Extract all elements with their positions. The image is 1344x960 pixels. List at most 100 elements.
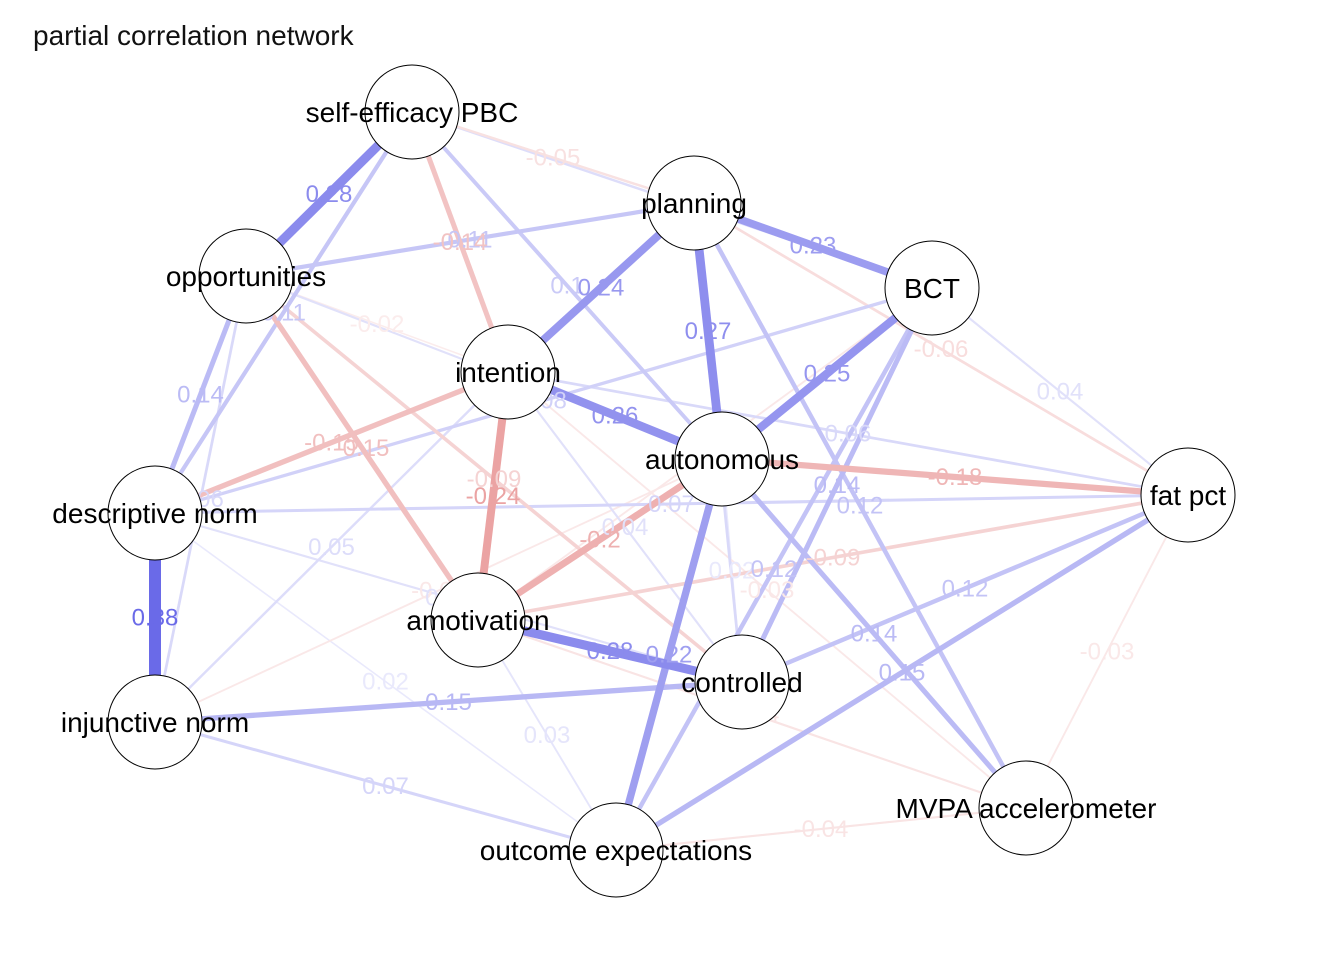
edge-autonomous-fat_pct [721,455,1189,499]
edge-amotivation-fat_pct [477,493,1189,622]
edge-label-planning-autonomous: 0.27 [685,318,732,345]
edge-autonomous-amotivation [476,456,724,623]
node-circle [884,240,980,336]
edge-label-descriptive_norm-fat_pct: 0.07 [648,491,695,518]
edge-label-self_efficacy_pbc-intention: -0.14 [433,229,488,256]
edge-label-layer: 0.02-0.020.02-0.03-0.03-0.03-0.030.030.0… [132,145,1135,844]
node-label: controlled [681,667,802,698]
node-self_efficacy_pbc: self-efficacy PBC [306,64,519,160]
edge-label-bct-outcome_expectations: 0.12 [751,556,798,583]
node-amotivation: amotivation [406,572,550,668]
edge-label-bct-controlled: 0.14 [814,472,861,499]
node-label: opportunities [166,261,326,292]
node-label: fat pct [1150,480,1226,511]
edge-autonomous-outcome_expectations [612,458,726,851]
edge-intention-mvpa_accelerometer [507,371,1027,809]
edge-label-injunctive_norm-controlled: 0.15 [425,689,472,716]
node-circle [198,228,294,324]
edge-label-fat_pct-mvpa_accelerometer: -0.03 [1080,639,1135,666]
edge-label-intention-fat_pct: 0.06 [825,421,872,448]
edge-planning-fat_pct [693,201,1189,497]
edge-self_efficacy_pbc-autonomous [410,110,724,461]
edge-intention-descriptive_norm [154,369,509,516]
edge-outcome_expectations-mvpa_accelerometer [615,806,1027,852]
edge-label-bct-fat_pct: 0.04 [1037,379,1084,406]
edge-label-injunctive_norm-outcome_expectations: 0.07 [362,773,409,800]
edge-bct-outcome_expectations [614,286,934,852]
node-circle [674,411,770,507]
node-label: descriptive norm [52,498,257,529]
edge-label-intention-autonomous: 0.26 [592,403,639,430]
edge-descriptive_norm-fat_pct [154,493,1189,515]
node-fat_pct: fat pct [1140,447,1236,543]
edge-label-planning-intention: 0.24 [578,275,625,302]
node-label: planning [641,188,747,219]
node-label: BCT [904,273,960,304]
edge-opportunities-planning [245,200,695,279]
edge-injunctive_norm-intention [154,371,509,723]
edge-bct-fat_pct [931,287,1189,496]
node-bct: BCT [884,240,980,336]
node-label: autonomous [645,444,799,475]
edge-label-autonomous-fat_pct: -0.18 [928,464,983,491]
chart-title: partial correlation network [33,20,354,51]
edge-label-bct-autonomous: 0.25 [804,361,851,388]
edge-label-autonomous-outcome_expectations: 0.22 [646,642,693,669]
edge-self_efficacy_pbc-planning [411,110,695,205]
edge-descriptive_norm-outcome_expectations [154,512,617,851]
edge-planning-mvpa_accelerometer [692,201,1028,810]
node-circle [107,674,203,770]
edge-label-autonomous-mvpa_accelerometer: 0.14 [851,621,898,648]
node-label: MVPA accelerometer [896,793,1157,824]
node-label: intention [455,357,561,388]
node-opportunities: opportunities [166,228,326,324]
edge-bct-controlled [739,286,935,684]
node-outcome_expectations: outcome expectations [480,802,752,898]
node-circle [430,572,526,668]
edge-label-intention-amotivation: -0.24 [466,483,521,510]
node-descriptive_norm: descriptive norm [52,465,258,561]
edge-label-opportunities-descriptive_norm: 0.14 [177,382,224,409]
edge-injunctive_norm-autonomous [154,458,723,723]
node-circle [364,64,460,160]
edge-label-descriptive_norm-outcome_expectations: 0.02 [362,669,409,696]
node-intention: intention [455,324,561,420]
edge-label-amotivation-fat_pct: -0.09 [806,545,861,572]
edge-fat_pct-mvpa_accelerometer [1025,494,1189,809]
edge-label-self_efficacy_pbc-planning: -0.05 [526,145,581,172]
node-label: amotivation [406,605,549,636]
edge-label-outcome_expectations-mvpa_accelerometer: -0.04 [794,816,849,843]
edge-label-autonomous-amotivation: -0.2 [579,527,620,554]
edge-label-planning-fat_pct: -0.06 [914,336,969,363]
edge-opportunities-amotivation [243,274,481,622]
edge-controlled-fat_pct [741,492,1189,685]
edge-label-opportunities-planning: 0.11 [448,227,493,254]
edge-label-opportunities-controlled: -0.09 [467,466,522,493]
edge-label-planning-bct: 0.23 [790,233,837,260]
edge-label-controlled-fat_pct: 0.12 [942,576,989,603]
edge-label-outcome_expectations-fat_pct: 0.15 [879,660,926,687]
edge-label-opportunities-amotivation: -0.15 [335,435,390,462]
edge-label-descriptive_norm-injunctive_norm: 0.38 [132,605,179,632]
node-label: outcome expectations [480,835,752,866]
node-circle [107,465,203,561]
node-autonomous: autonomous [645,411,799,507]
edge-label-planning-mvpa_accelerometer: 0.12 [837,493,884,520]
edge-label-self_efficacy_pbc-autonomous: 0.1 [550,273,583,300]
edge-label-injunctive_norm-intention: 0.05 [308,534,355,561]
edge-self_efficacy_pbc-descriptive_norm [153,110,414,515]
edge-autonomous-mvpa_accelerometer [720,457,1028,810]
node-mvpa_accelerometer: MVPA accelerometer [896,760,1157,856]
edge-label-amotivation-outcome_expectations: 0.03 [524,722,571,749]
node-injunctive_norm: injunctive norm [61,674,249,770]
node-circle [694,634,790,730]
node-controlled: controlled [681,634,803,730]
edge-label-opportunities-intention: -0.02 [350,311,405,338]
node-circle [568,802,664,898]
node-circle [460,324,556,420]
edge-label-intention-controlled: 0.04 [602,514,649,541]
edge-outcome_expectations-fat_pct [614,492,1190,853]
node-label: self-efficacy PBC [306,97,519,128]
